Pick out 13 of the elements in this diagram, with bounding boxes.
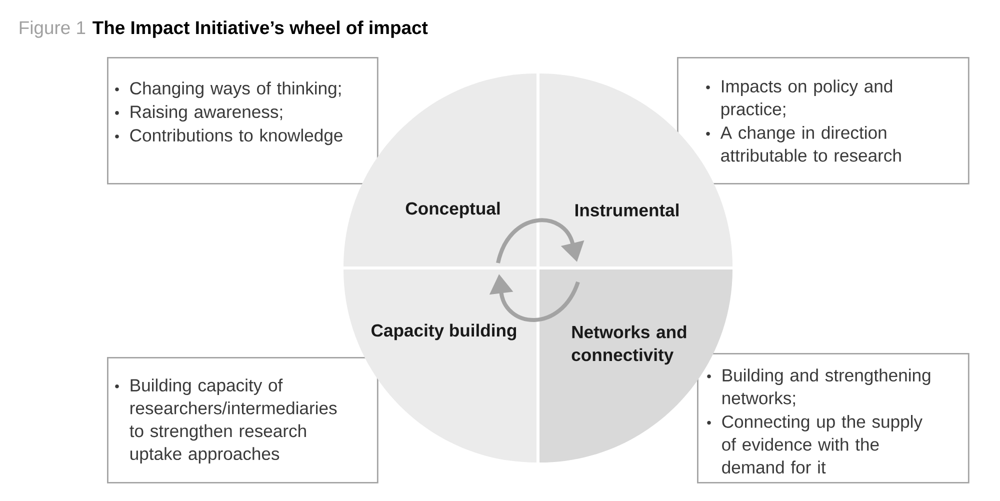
text-box — [107, 57, 378, 184]
text-box — [107, 357, 378, 484]
text-box — [697, 353, 970, 484]
curved-arrow — [496, 218, 584, 264]
text-box — [677, 57, 970, 184]
list-item: Building capacity of researchers/intermediaries to strengthen research uptake approaches — [130, 378, 337, 464]
figure-title: The Impact Initiative’s wheel of impact — [92, 20, 428, 38]
list-item: Contributions to knowledge — [130, 128, 342, 146]
wheel-quadrant: Conceptual — [344, 74, 536, 266]
list-item: Changing ways of thinking; — [130, 82, 341, 98]
list-item: Raising awareness; — [130, 105, 282, 122]
wheel-quadrant: Capacity building — [344, 270, 536, 462]
figure-number: Figure 1 — [20, 20, 86, 38]
